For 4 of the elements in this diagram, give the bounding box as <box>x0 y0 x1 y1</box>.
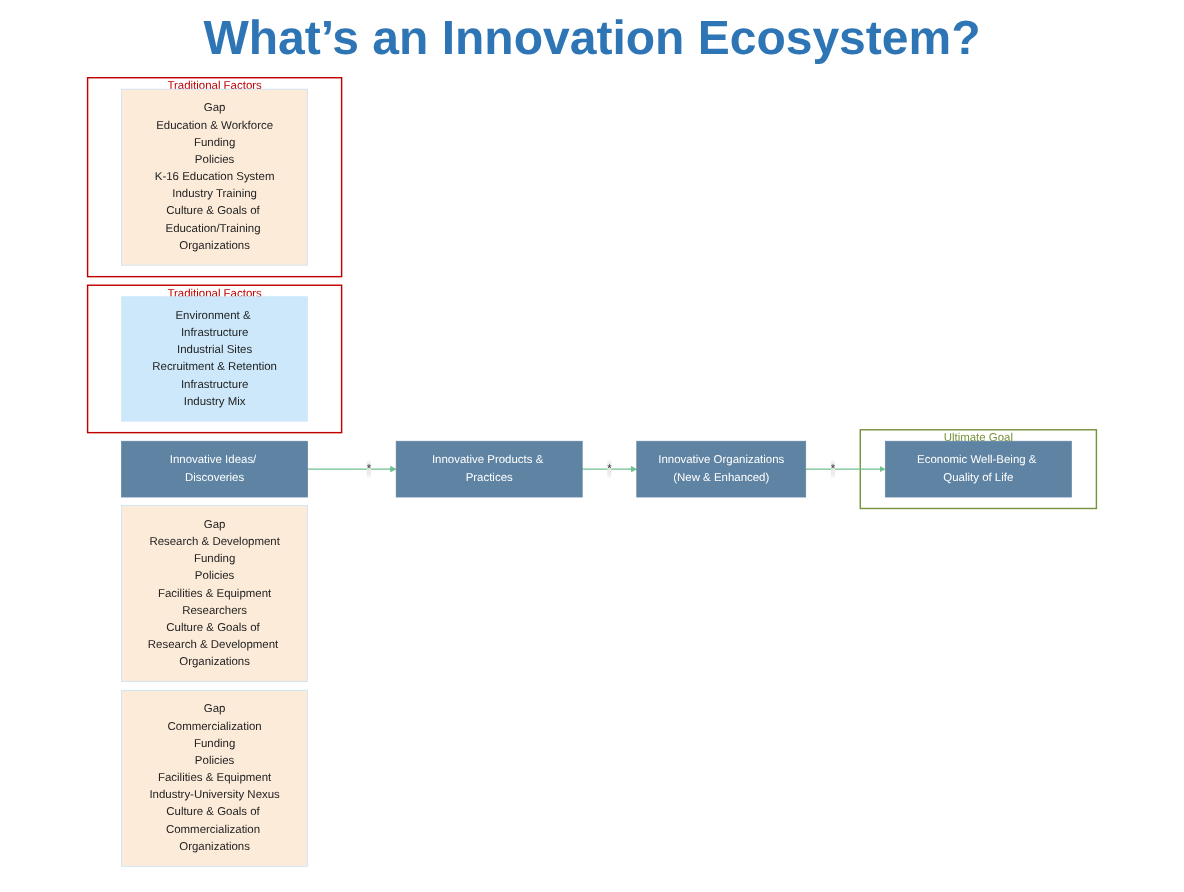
slide-title: What’s an Innovation Ecosystem? <box>201 12 983 68</box>
arrow <box>581 466 638 473</box>
arrow <box>805 466 886 473</box>
arrow <box>306 466 397 473</box>
